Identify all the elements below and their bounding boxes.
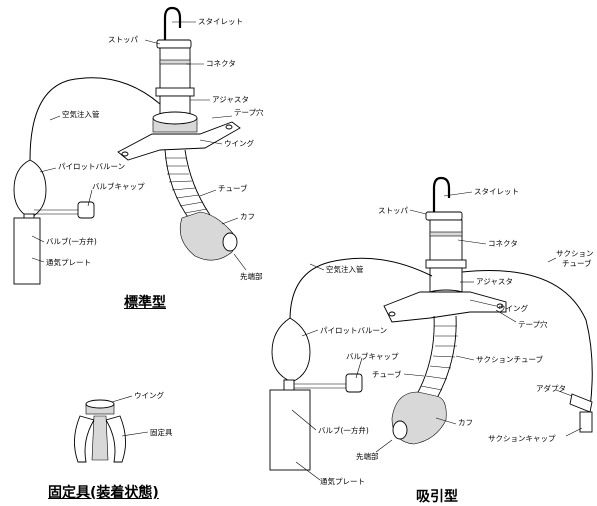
label-suction-tape-hole: テープ穴 <box>518 320 548 329</box>
label-standard-tape-hole: テープ穴 <box>234 108 264 117</box>
label-standard-air-tube: 空気注入管 <box>62 110 100 119</box>
label-suction-wing: ウイング <box>498 304 528 313</box>
label-suction-air-tube: 空気注入管 <box>326 265 364 274</box>
suction-device-drawing <box>269 176 593 481</box>
label-standard-pilot-balloon: パイロットバルーン <box>58 162 126 171</box>
label-suction-stylet: スタイレット <box>474 187 519 196</box>
label-suction-suction-tube-top: サクション <box>556 249 594 258</box>
label-suction-pilot-balloon: パイロットバルーン <box>320 326 388 335</box>
label-standard-valve-cap: バルブキャップ <box>92 182 145 191</box>
standard-device-drawing <box>13 6 247 285</box>
label-standard-tube: チューブ <box>218 184 248 193</box>
label-standard-adjuster: アジャスタ <box>212 95 249 104</box>
label-standard-valve: バルブ(一方弁) <box>46 237 97 246</box>
label-suction-adapter: アダプタ <box>536 384 566 393</box>
label-suction-vent-plate: 通気プレート <box>320 477 365 486</box>
label-fixture-fixture: 固定具 <box>150 428 173 437</box>
label-fixture-wing: ウイング <box>134 391 164 400</box>
label-standard-cuff: カフ <box>240 212 255 221</box>
label-suction-connector: コネクタ <box>488 239 518 248</box>
label-suction-adjuster: アジャスタ <box>476 277 513 286</box>
label-standard-connector: コネクタ <box>206 59 236 68</box>
caption-fixture: 固定具(装着状態) <box>48 485 159 501</box>
label-standard-stopper: ストッパ <box>108 35 138 44</box>
label-suction-tube: チューブ <box>372 370 402 379</box>
label-suction-valve-cap: バルブキャップ <box>346 352 399 361</box>
label-standard-vent-plate: 通気プレート <box>46 258 91 267</box>
label-standard-stylet: スタイレット <box>198 17 243 26</box>
label-suction-suction-cap: サクションキャップ <box>488 434 556 443</box>
label-standard-wing: ウイング <box>224 139 254 148</box>
label-suction-tip: 先端部 <box>356 452 379 461</box>
label-suction-valve: バルブ(一方弁) <box>318 426 369 435</box>
label-suction-cuff: カフ <box>458 418 473 427</box>
label-suction-suction-tube: サクションチューブ <box>476 355 544 364</box>
caption-suction: 吸引型 <box>416 489 458 505</box>
label-suction-stopper: ストッパ <box>378 206 408 215</box>
label-suction-suction-tube-top2: チューブ <box>562 259 592 268</box>
caption-standard: 標準型 <box>124 295 166 311</box>
fixture-drawing <box>74 395 149 463</box>
label-standard-tip: 先端部 <box>240 272 263 281</box>
